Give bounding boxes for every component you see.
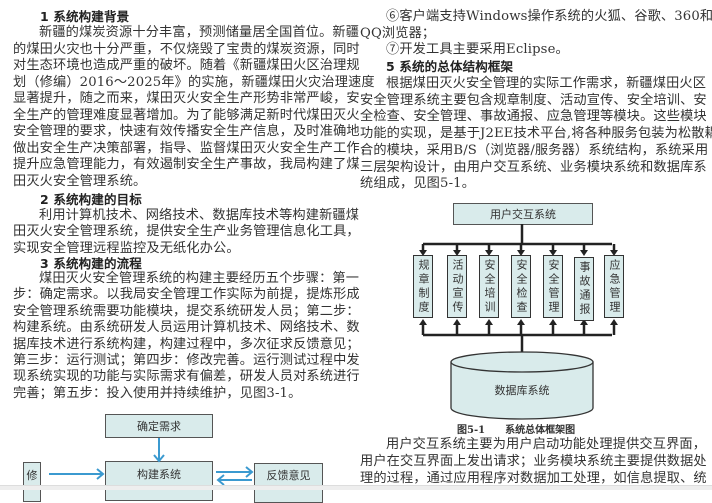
module-box: 安全检查 xyxy=(511,255,531,318)
arrow-head xyxy=(517,250,525,256)
arrow-head xyxy=(419,319,427,325)
paragraph-line: 据库技术进行系统构建，构建过程中，多次征求反馈意见； xyxy=(13,336,360,352)
arrow-head xyxy=(419,250,427,256)
paragraph-line: ⑦开发工具主要采用Eclipse。 xyxy=(386,42,569,58)
paragraph-line: 理的过程，通过应用程序对数据加工处理，如信息提取、统 xyxy=(360,470,707,486)
paragraph-line: 实现安全管理远程监控及无纸化办公。 xyxy=(13,240,240,256)
paragraph-line: QQ浏览器； xyxy=(360,25,436,41)
flow-arrows xyxy=(49,438,254,486)
section-heading: 1 系统构建背景 xyxy=(40,9,130,24)
paragraph-line: 用户交互系统主要为用户启动功能处理提供交互界面， xyxy=(386,437,707,452)
database-system-label: 数据库系统 xyxy=(494,384,550,397)
paragraph-line: 步：确定需求。以我局安全管理工作实际为前提，提炼形成 xyxy=(13,287,360,303)
paragraph-line: 田灭火安全管理系统，提供安全生产业务管理信息化工具， xyxy=(13,224,360,240)
module-box: 应急管理 xyxy=(604,255,624,318)
paragraph-line: 安全管理系统主要包含规章制度、活动宣传、安全培训、安 xyxy=(360,92,707,108)
flow-box-need: 确定需求 xyxy=(105,414,213,438)
paragraph-line: 做出安全生产决策部署，指导、监督煤田灭火安全生产工作， xyxy=(13,140,374,156)
arrow-head xyxy=(485,319,493,325)
section-heading: 3 系统构建的流程 xyxy=(40,256,142,271)
paragraph-line: 对生态环境也造成严重的破坏。随着《新疆煤田火区治理规 xyxy=(13,58,360,73)
paragraph-line: 第三步：运行测试；第四步：修改完善。运行测试过程中发 xyxy=(13,353,360,368)
paragraph-line: 田灭火安全管理系统。 xyxy=(13,173,147,189)
arrow-head xyxy=(485,250,493,256)
arrow-head xyxy=(610,319,618,325)
paragraph-line: 全生产的管理难度显著增加。为了能够满足新时代煤田灭火 xyxy=(13,107,360,123)
paragraph-line: 煤田灭火安全管理系统的构建主要经历五个步骤：第一 xyxy=(39,271,360,286)
page-bottom-edge xyxy=(0,485,712,490)
paragraph-line: 统组成，见图5-1。 xyxy=(360,176,476,192)
arrow-head xyxy=(549,319,557,325)
paragraph-line: 提升应急管理能力，有效遏制安全生产事故，我局构建了煤 xyxy=(13,157,360,172)
arrow-head xyxy=(580,319,588,325)
paragraph-line: 用户在交互界面上发出请求；业务模块系统主要提供数据处 xyxy=(360,453,707,469)
architecture-connectors xyxy=(419,224,618,354)
paragraph-line: 构建系统。由系统研发人员运用计算机技术、网络技术、数 xyxy=(13,320,360,336)
database-cylinder-icon xyxy=(450,351,594,420)
paragraph-line: 功能的实现，是基于J2EE技术平台,将各种服务包装为松散耦 xyxy=(360,126,712,142)
paragraph-line: 现系统实现的功能与实际需求有偏差，研发人员对系统进行 xyxy=(13,369,360,385)
arrow-head xyxy=(517,319,525,325)
arrow-head xyxy=(453,319,461,325)
section-heading: 2 系统构建的目标 xyxy=(40,192,142,207)
arrow-head xyxy=(610,250,618,256)
arrow-head xyxy=(580,250,588,256)
paragraph-line: 利用计算机技术、网络技术、数据库技术等构建新疆煤 xyxy=(39,208,360,223)
paragraph-line: ⑥客户端支持Windows操作系统的火狐、谷歌、360和 xyxy=(386,9,712,24)
arrow-head xyxy=(453,250,461,256)
arrow-head xyxy=(549,250,557,256)
paragraph-line: 三层架构设计，由用户交互系统、业务模块系统和数据库系 xyxy=(360,159,707,175)
paragraph-line: 完善；第五步：投入使用并持续维护，见图3-1。 xyxy=(13,385,302,401)
paragraph-line: 显著提升，随之而来，煤田灭火安全生产形势非常严峻，安 xyxy=(13,91,360,106)
paragraph-line: 安全管理的要求，快速有效传播安全生产信息，及时准确地 xyxy=(13,124,360,139)
figure-caption: 图5-1 系统总体框架图 xyxy=(457,425,576,436)
module-box: 活动宣传 xyxy=(447,255,467,318)
paragraph-line: 全检查、安全管理、事故通报、应急管理等模块。这些模块 xyxy=(360,109,707,125)
paragraph-line: 划（修编）2016～2025年》的实施，新疆煤田火灾治理速度 xyxy=(13,74,375,90)
section-heading: 5 系统的总体结构框架 xyxy=(386,59,514,74)
user-interaction-system-box: 用户交互系统 xyxy=(453,203,593,225)
paragraph-line: 安全管理系统需要功能模块，提交系统研发人员；第二步： xyxy=(13,303,360,319)
module-box: 规章制度 xyxy=(413,255,433,318)
paragraph-line: 根据煤田灭火安全管理的实际工作需求，新疆煤田火区 xyxy=(386,76,707,91)
paragraph-line: 合的模块，采用B/S（浏览器/服务器）系统结构，系统采用 xyxy=(360,142,709,158)
paragraph-line: 新疆的煤炭资源十分丰富，预测储量居全国首位。新疆 xyxy=(39,25,360,40)
module-box: 安全培训 xyxy=(479,255,499,318)
paragraph-line: 的煤田火灾也十分严重，不仅烧毁了宝贵的煤炭资源，同时 xyxy=(13,41,360,57)
module-box: 安全管理 xyxy=(543,255,563,318)
module-box: 事故通报 xyxy=(574,257,594,321)
